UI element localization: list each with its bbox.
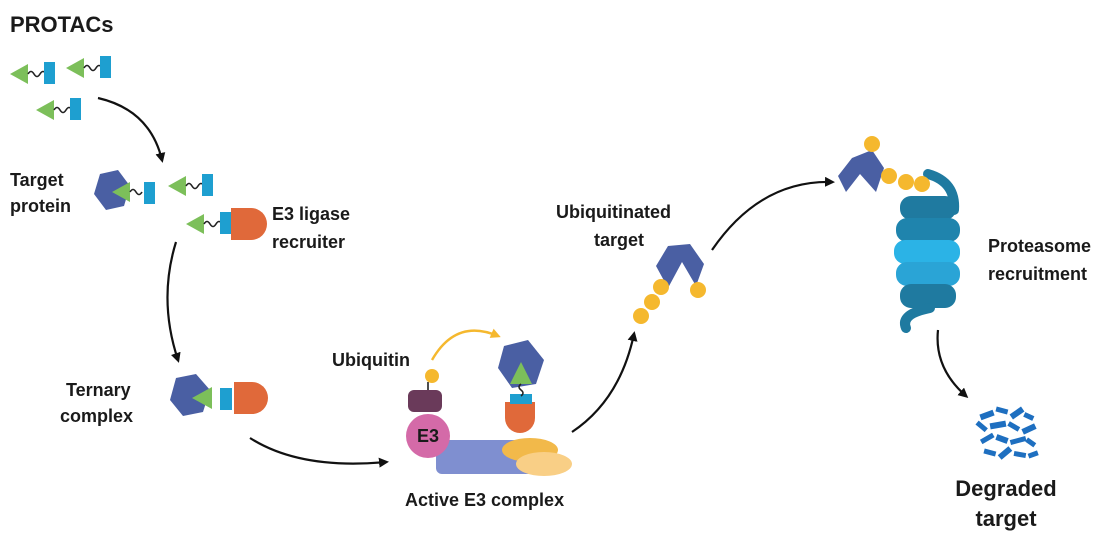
ubiquitin-label: Ubiquitin (332, 350, 410, 370)
ubiquitin-icon (425, 369, 439, 383)
ternary-complex-label-2: complex (60, 406, 133, 426)
e3-ligase-label-1: E3 ligase (272, 204, 350, 224)
degraded-target-fragments (975, 406, 1039, 460)
arrow-proteasome-to-degraded (936, 329, 969, 398)
ubiquitin-icon (914, 176, 930, 192)
target-protein-hexagon (838, 150, 884, 192)
active-e3-complex-label: Active E3 complex (405, 490, 564, 510)
protac-molecule (35, 97, 82, 121)
ubiquitin-icon (690, 282, 706, 298)
target-entering-proteasome (838, 136, 930, 192)
arrow-active-to-ubiquitinated (571, 331, 638, 433)
target-protein-hexagon (656, 244, 704, 288)
ternary-complex (170, 374, 268, 416)
ubiquitin-icon (898, 174, 914, 190)
target-protein-label-2: protein (10, 196, 71, 216)
protacs-title: PROTACs (10, 12, 114, 37)
proteasome (894, 169, 960, 333)
degraded-target-label-1: Degraded (955, 476, 1056, 501)
ubiquitin-icon (644, 294, 660, 310)
scaffold-accent (516, 452, 572, 476)
e3-adaptor (408, 390, 442, 412)
ubiquitinated-target-label-1: Ubiquitinated (556, 202, 671, 222)
arrow-ubiquitinated-to-proteasome (711, 176, 835, 251)
ubiquitin-icon (633, 308, 649, 324)
protac-molecule (9, 61, 56, 85)
ubiquitinated-target-label-2: target (594, 230, 644, 250)
e3-badge (406, 414, 450, 458)
degraded-target-label-2: target (975, 506, 1037, 531)
proteasome-recruitment-label-1: Proteasome (988, 236, 1091, 256)
active-e3-complex: E3 (406, 340, 572, 476)
e3-ligase-label-2: recruiter (272, 232, 345, 252)
arrow-ternary-to-active (249, 437, 389, 468)
ubiquitin-icon (653, 279, 669, 295)
protac-bound-to-target (112, 182, 155, 204)
arrow-target-to-ternary (166, 241, 181, 363)
target-protein-label-1: Target (10, 170, 64, 190)
e3-badge-text: E3 (417, 426, 439, 446)
protac-molecule (167, 173, 214, 197)
arrow-protacs-to-target (97, 96, 166, 163)
e3-recruiter (505, 402, 535, 433)
protac-with-e3-recruiter (185, 208, 267, 240)
arrow-ubiquitin-transfer (430, 328, 501, 361)
target-protein-hexagon (94, 170, 130, 210)
ubiquitinated-target (633, 244, 706, 324)
protac-molecule (65, 55, 112, 79)
ubiquitin-icon (864, 136, 880, 152)
ubiquitin-icon (881, 168, 897, 184)
proteasome-recruitment-label-2: recruitment (988, 264, 1087, 284)
ternary-complex-label-1: Ternary (66, 380, 131, 400)
